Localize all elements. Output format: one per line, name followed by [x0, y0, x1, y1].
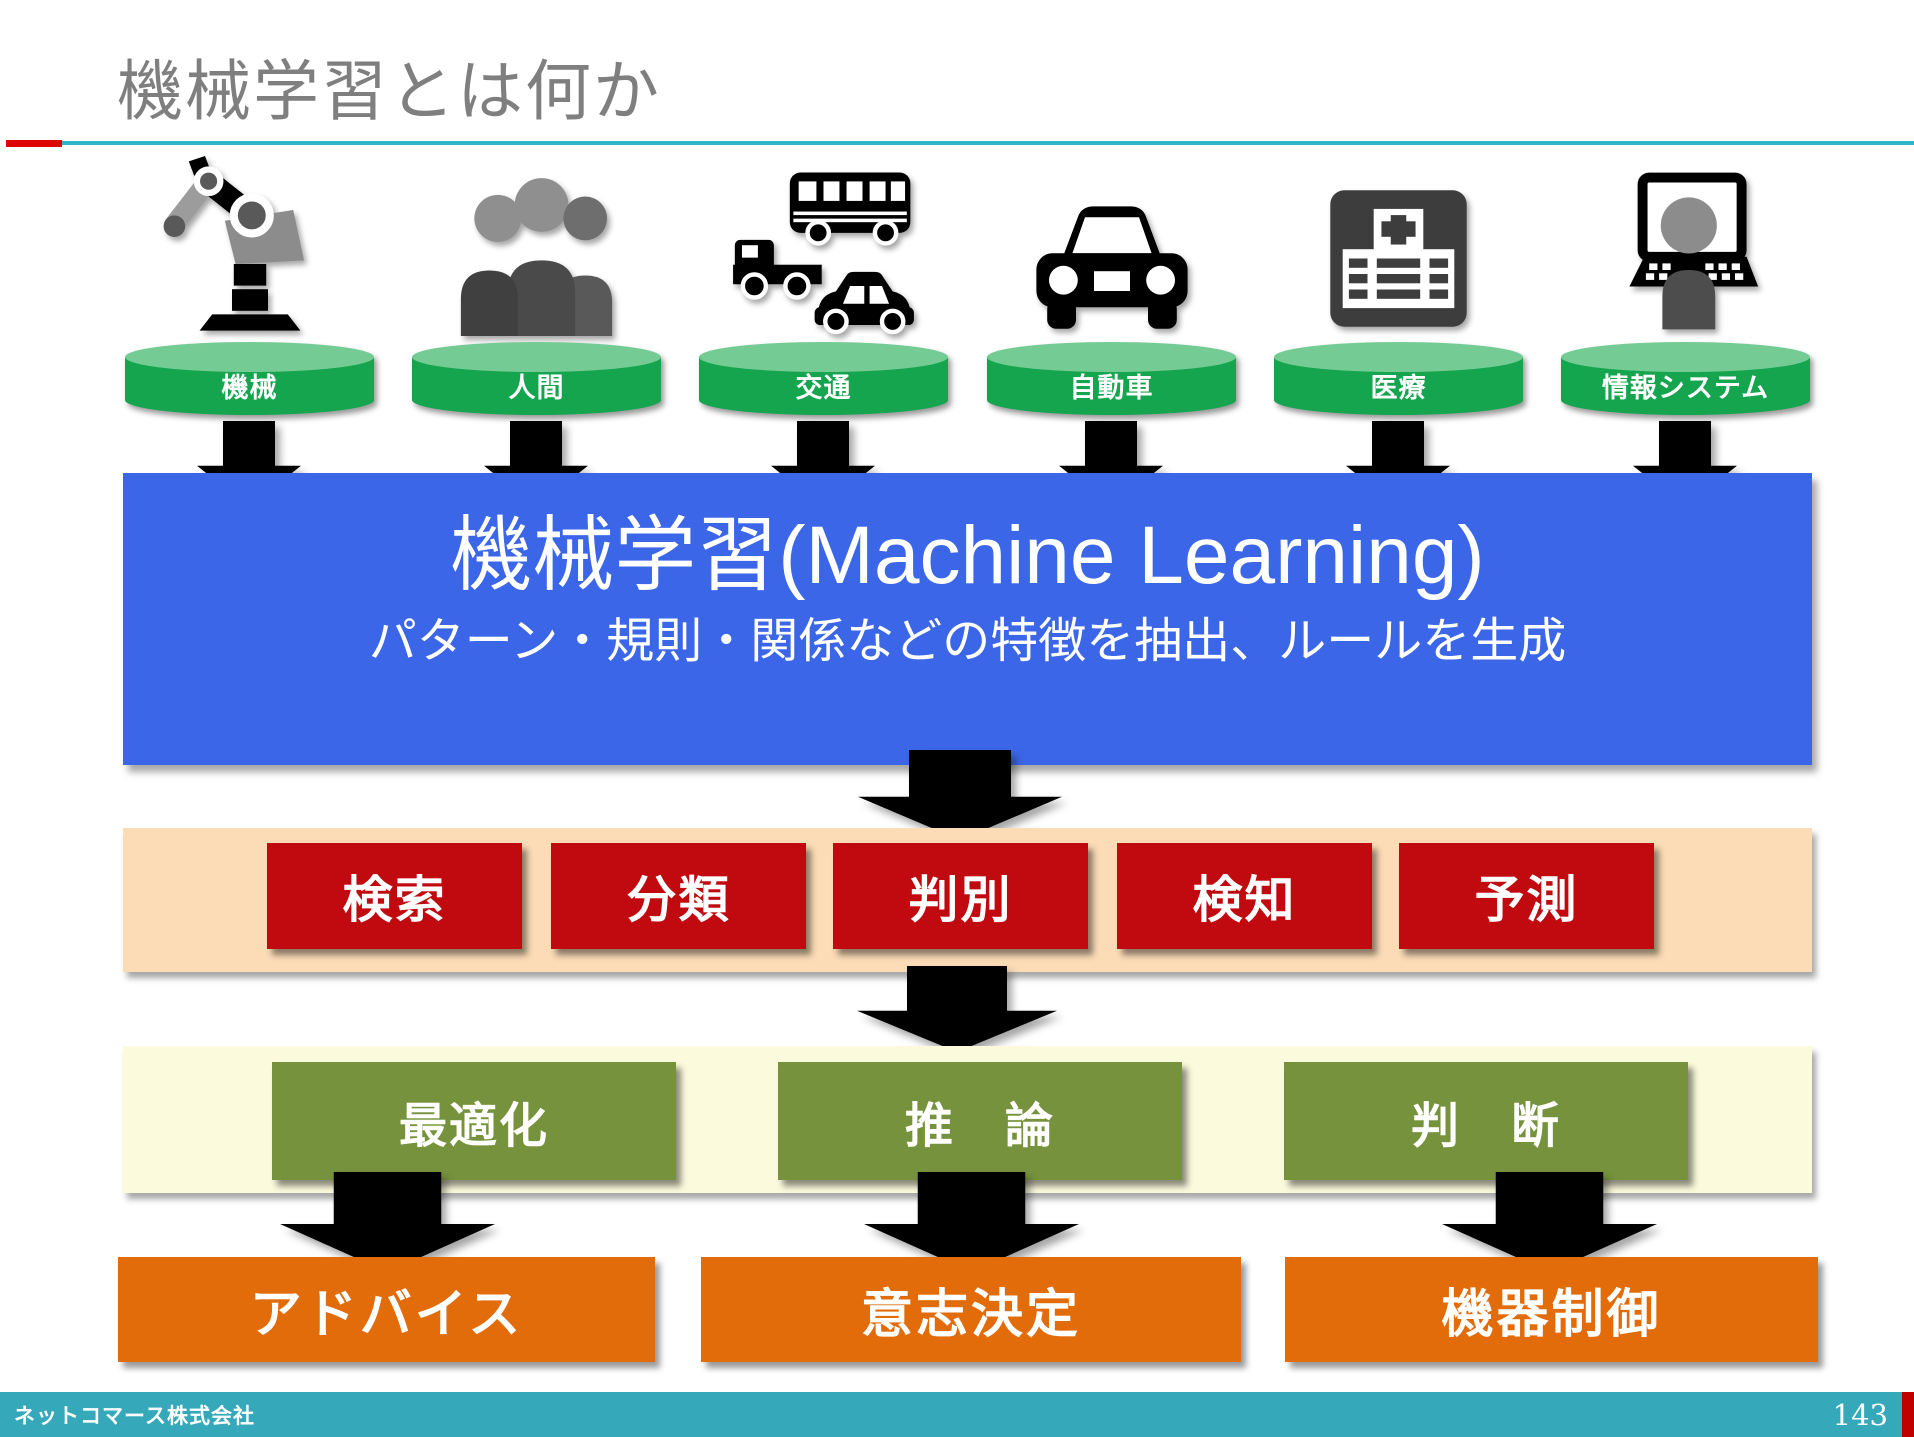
source-cylinder-automobile: 自動車: [985, 340, 1238, 418]
function-box-search: 検索: [267, 843, 522, 949]
capability-box-optimization: 最適化: [272, 1062, 676, 1180]
outcome-box-device-control: 機器制御: [1285, 1257, 1818, 1362]
arrow-down-icon: [857, 966, 1057, 1052]
people-icon: [410, 150, 663, 336]
source-cylinder-human: 人間: [410, 340, 663, 418]
source-label: 人間: [508, 372, 565, 403]
page-number: 143: [1832, 1397, 1888, 1432]
outcome-label: 意志決定: [860, 1286, 1081, 1344]
function-label: 予測: [1474, 872, 1579, 928]
source-cylinder-traffic: 交通: [697, 340, 950, 418]
function-box-prediction: 予測: [1399, 843, 1654, 949]
machine-learning-title: 機械学習(Machine Learning): [450, 510, 1485, 601]
source-cylinder-info-system: 情報システム: [1559, 340, 1812, 418]
function-label: 検索: [342, 872, 447, 928]
capability-label: 判 断: [1410, 1100, 1561, 1153]
function-box-detection: 検知: [1117, 843, 1372, 949]
outcome-box-decision: 意志決定: [701, 1257, 1241, 1362]
machine-learning-subtitle: パターン・規則・関係などの特徴を抽出、ルールを生成: [368, 615, 1567, 669]
outcome-label: アドバイス: [249, 1286, 524, 1344]
computer-user-icon: [1559, 150, 1812, 336]
footer-bar: ネットコマース株式会社 143: [0, 1392, 1914, 1437]
footer-company: ネットコマース株式会社: [14, 1404, 255, 1428]
machine-learning-box: 機械学習(Machine Learning) パターン・規則・関係などの特徴を抽…: [123, 473, 1812, 765]
outcome-box-advice: アドバイス: [118, 1257, 655, 1362]
function-box-discrimination: 判別: [833, 843, 1088, 949]
capability-label: 最適化: [398, 1100, 549, 1153]
function-label: 分類: [626, 872, 731, 928]
source-label: 交通: [795, 372, 852, 403]
footer-red-strip: [1902, 1392, 1914, 1437]
source-label: 自動車: [1069, 372, 1154, 403]
source-cylinder-medical: 医療: [1272, 340, 1525, 418]
title-rule-cyan: [62, 141, 1914, 145]
source-label: 医療: [1370, 372, 1427, 403]
capability-box-inference: 推 論: [778, 1062, 1182, 1180]
arrow-down-icon: [858, 750, 1062, 840]
function-label: 検知: [1192, 872, 1297, 928]
hospital-icon: [1272, 150, 1525, 336]
source-label: 情報システム: [1601, 372, 1770, 403]
robot-arm-icon: [123, 150, 376, 336]
car-icon: [985, 150, 1238, 336]
source-label: 機械: [221, 372, 278, 403]
capability-box-judgment: 判 断: [1284, 1062, 1688, 1180]
transport-icon: [697, 150, 950, 336]
source-cylinder-machine: 機械: [123, 340, 376, 418]
function-label: 判別: [908, 872, 1013, 928]
capability-label: 推 論: [904, 1100, 1055, 1153]
page-title: 機械学習とは何か: [117, 54, 661, 128]
outcome-label: 機器制御: [1441, 1286, 1662, 1344]
title-rule-red: [6, 140, 62, 147]
function-box-classification: 分類: [551, 843, 806, 949]
